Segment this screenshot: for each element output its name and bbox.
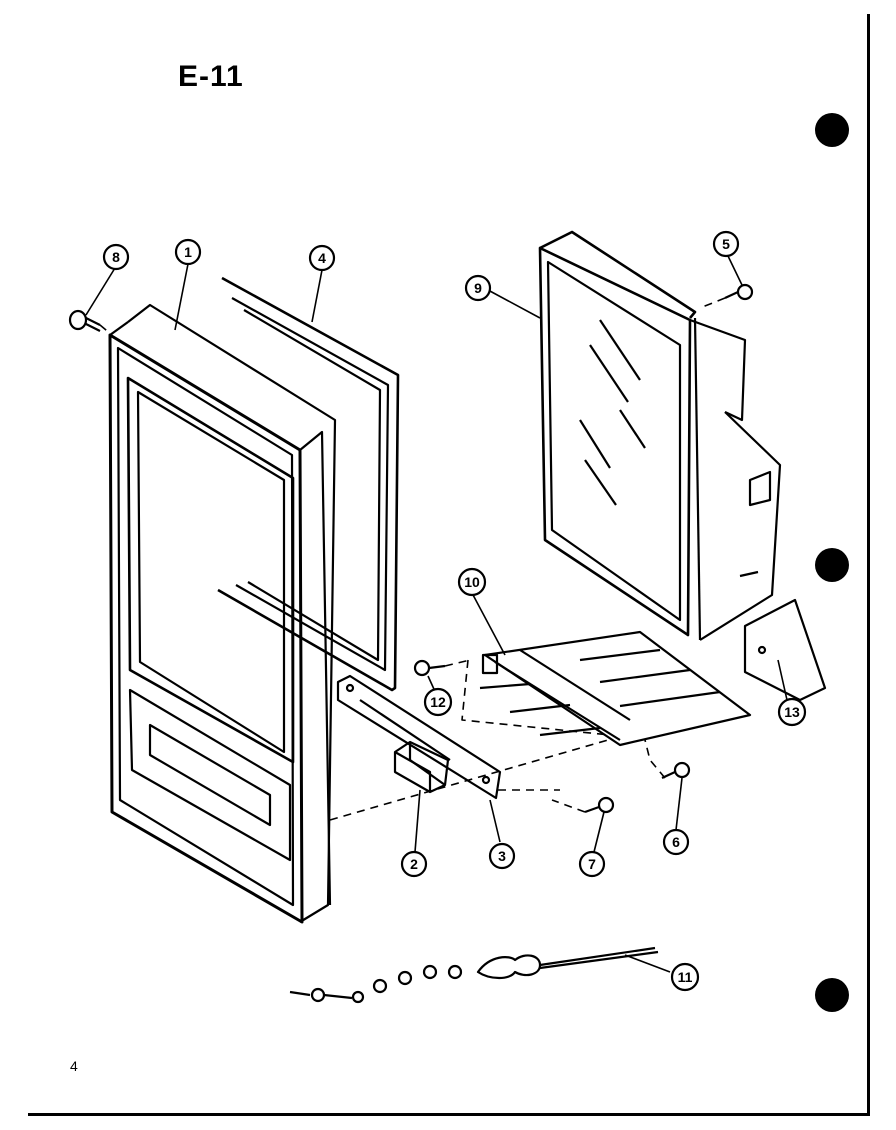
- callout-10: 10: [457, 567, 487, 597]
- svg-text:8: 8: [112, 249, 120, 265]
- handle-rod-part: [289, 946, 659, 1004]
- svg-text:13: 13: [784, 704, 800, 720]
- assembly-lines: [99, 297, 726, 821]
- window-glass-part: [538, 230, 782, 641]
- svg-text:4: 4: [318, 250, 326, 266]
- screw-part-7: [584, 796, 615, 814]
- callout-3: 3: [488, 842, 516, 870]
- page-number: 4: [70, 1058, 78, 1074]
- callout-4: 4: [308, 244, 336, 272]
- svg-text:10: 10: [464, 574, 480, 590]
- leader-lines: [85, 255, 788, 973]
- callout-9: 9: [464, 274, 492, 302]
- callout-6: 6: [662, 828, 690, 856]
- svg-text:7: 7: [588, 856, 596, 872]
- callout-8: 8: [102, 243, 130, 271]
- callout-2: 2: [400, 850, 428, 878]
- callout-1: 1: [174, 238, 202, 266]
- screw-part-5: [724, 283, 754, 301]
- binder-hole-middle: [815, 548, 849, 582]
- callout-5: 5: [712, 230, 740, 258]
- svg-text:2: 2: [410, 856, 418, 872]
- switch-plate-part: [336, 674, 502, 800]
- switch-part: [393, 740, 450, 794]
- latch-plate-part: [479, 630, 752, 747]
- callout-13: 13: [777, 697, 807, 727]
- callout-7: 7: [578, 850, 606, 878]
- svg-text:1: 1: [184, 244, 192, 260]
- door-frame-part: [108, 303, 337, 924]
- screw-part-12: [413, 659, 446, 677]
- callout-11: 11: [670, 962, 700, 992]
- svg-text:12: 12: [430, 694, 446, 710]
- svg-text:9: 9: [474, 280, 482, 296]
- sheet-border: [28, 14, 870, 1116]
- svg-text:6: 6: [672, 834, 680, 850]
- bracket-part: [743, 598, 827, 702]
- callout-12: 12: [423, 687, 453, 717]
- binder-hole-top: [815, 113, 849, 147]
- svg-text:11: 11: [678, 969, 693, 985]
- screw-part-6: [661, 761, 691, 779]
- svg-text:3: 3: [498, 848, 506, 864]
- binder-hole-bottom: [815, 978, 849, 1012]
- door-seal-part: [217, 276, 400, 692]
- screw-part-8: [68, 309, 101, 332]
- svg-text:5: 5: [722, 236, 730, 252]
- diagram-title: E-11: [178, 60, 244, 93]
- callout-bubbles: 1 4 8 9 5 10 1: [102, 230, 807, 992]
